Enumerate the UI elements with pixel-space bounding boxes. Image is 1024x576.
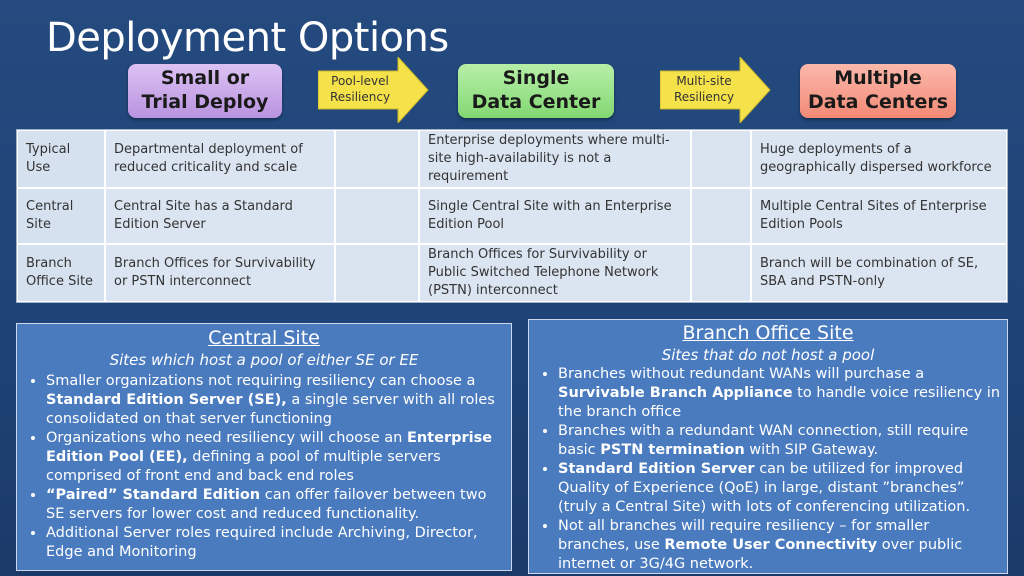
branch-office-title: Branch Office Site: [682, 322, 854, 344]
cell-small-branch-office: Branch Offices for Survivability or PSTN…: [105, 244, 335, 302]
bullet-text: Branches with a redundant WAN connection…: [558, 423, 969, 458]
cell-spacer: [335, 130, 419, 188]
bullet-text: Smaller organizations not requiring resi…: [46, 373, 476, 389]
central-site-subtitle: Sites which host a pool of either SE or …: [109, 351, 419, 369]
bullet-text: can offer failover between two SE server…: [46, 487, 487, 522]
cell-small-typical-use: Departmental deployment of reduced criti…: [105, 130, 335, 188]
cell-spacer: [691, 244, 751, 302]
multisite-resiliency-arrow: Multi-site Resiliency: [660, 57, 772, 123]
bullet-text: Branches without redundant WANs will pur…: [558, 366, 925, 382]
list-item: Smaller organizations not requiring resi…: [46, 372, 505, 429]
cell-spacer: [335, 244, 419, 302]
arrow-right-icon: [318, 57, 429, 123]
cell-spacer: [335, 188, 419, 244]
multiple-datacenters-line1: Multiple: [834, 67, 922, 89]
bullet-emphasis: Standard Edition Server: [558, 461, 755, 477]
bullet-text: a single server with all roles consolida…: [46, 392, 495, 427]
pool-resiliency-arrow: Pool-level Resiliency: [318, 57, 430, 123]
list-item: “Paired” Standard Edition can offer fail…: [46, 486, 505, 524]
bullet-emphasis: Survivable Branch Appliance: [558, 385, 793, 401]
single-datacenter-pill: Single Data Center: [458, 64, 614, 118]
central-site-box: Central Site Sites which host a pool of …: [16, 323, 512, 571]
bullet-emphasis: PSTN termination: [600, 442, 745, 458]
bullet-text: Not all branches will require resiliency…: [558, 518, 930, 553]
single-datacenter-line1: Single: [502, 67, 570, 89]
small-deploy-line1: Small or: [160, 67, 250, 89]
cell-single-branch-office: Branch Offices for Survivability or Publ…: [419, 244, 691, 302]
small-deploy-line2: Trial Deploy: [141, 91, 269, 113]
branch-office-box: Branch Office Site Sites that do not hos…: [528, 319, 1008, 574]
list-item: Branches with a redundant WAN connection…: [558, 422, 1001, 460]
row-label-branch-office-site: Branch Office Site: [17, 244, 105, 302]
slide-title: Deployment Options: [46, 15, 449, 61]
list-item: Not all branches will require resiliency…: [558, 517, 1001, 574]
small-deploy-pill: Small or Trial Deploy: [128, 64, 282, 118]
cell-spacer: [691, 130, 751, 188]
multiple-datacenters-pill: Multiple Data Centers: [800, 64, 956, 118]
bullet-emphasis: “Paired” Standard Edition: [46, 487, 261, 503]
bullet-text: Organizations who need resiliency will c…: [46, 430, 407, 446]
comparison-table: Typical Use Departmental deployment of r…: [16, 129, 1008, 303]
multiple-datacenters-line2: Data Centers: [807, 91, 949, 113]
cell-single-central-site: Single Central Site with an Enterprise E…: [419, 188, 691, 244]
list-item: Standard Edition Server can be utilized …: [558, 460, 1001, 517]
bullet-text: Additional Server roles required include…: [46, 525, 478, 560]
bullet-text: with SIP Gateway.: [744, 442, 879, 458]
multisite-resiliency-line1: Multi-site: [676, 74, 732, 88]
pool-resiliency-line1: Pool-level: [331, 74, 389, 88]
bullet-text: can be utilized for improved Quality of …: [558, 461, 971, 515]
bullet-emphasis: Enterprise Edition Pool (EE),: [46, 430, 493, 465]
pool-resiliency-line2: Resiliency: [329, 90, 391, 104]
cell-multiple-central-site: Multiple Central Sites of Enterprise Edi…: [751, 188, 1007, 244]
row-label-typical-use: Typical Use: [17, 130, 105, 188]
bullet-emphasis: Remote User Connectivity: [664, 537, 878, 553]
multisite-resiliency-line2: Resiliency: [673, 90, 735, 104]
bullet-text: defining a pool of multiple servers comp…: [46, 449, 441, 484]
central-site-bullets: Smaller organizations not requiring resi…: [17, 372, 511, 562]
cell-spacer: [691, 188, 751, 244]
central-site-title: Central Site: [208, 327, 320, 349]
cell-multiple-typical-use: Huge deployments of a geographically dis…: [751, 130, 1007, 188]
list-item: Organizations who need resiliency will c…: [46, 429, 505, 486]
bullet-text: over public internet or 3G/4G network.: [558, 537, 963, 572]
list-item: Additional Server roles required include…: [46, 524, 505, 562]
arrow-right-icon: [660, 57, 771, 123]
list-item: Branches without redundant WANs will pur…: [558, 365, 1001, 422]
cell-multiple-branch-office: Branch will be combination of SE, SBA an…: [751, 244, 1007, 302]
bullet-text: to handle voice resiliency in the branch…: [558, 385, 1001, 420]
cell-single-typical-use: Enterprise deployments where multi-site …: [419, 130, 691, 188]
cell-small-central-site: Central Site has a Standard Edition Serv…: [105, 188, 335, 244]
single-datacenter-line2: Data Center: [471, 91, 601, 113]
bullet-emphasis: Standard Edition Server (SE),: [46, 392, 287, 408]
row-label-central-site: Central Site: [17, 188, 105, 244]
branch-office-bullets: Branches without redundant WANs will pur…: [529, 365, 1007, 574]
branch-office-subtitle: Sites that do not host a pool: [661, 346, 875, 364]
